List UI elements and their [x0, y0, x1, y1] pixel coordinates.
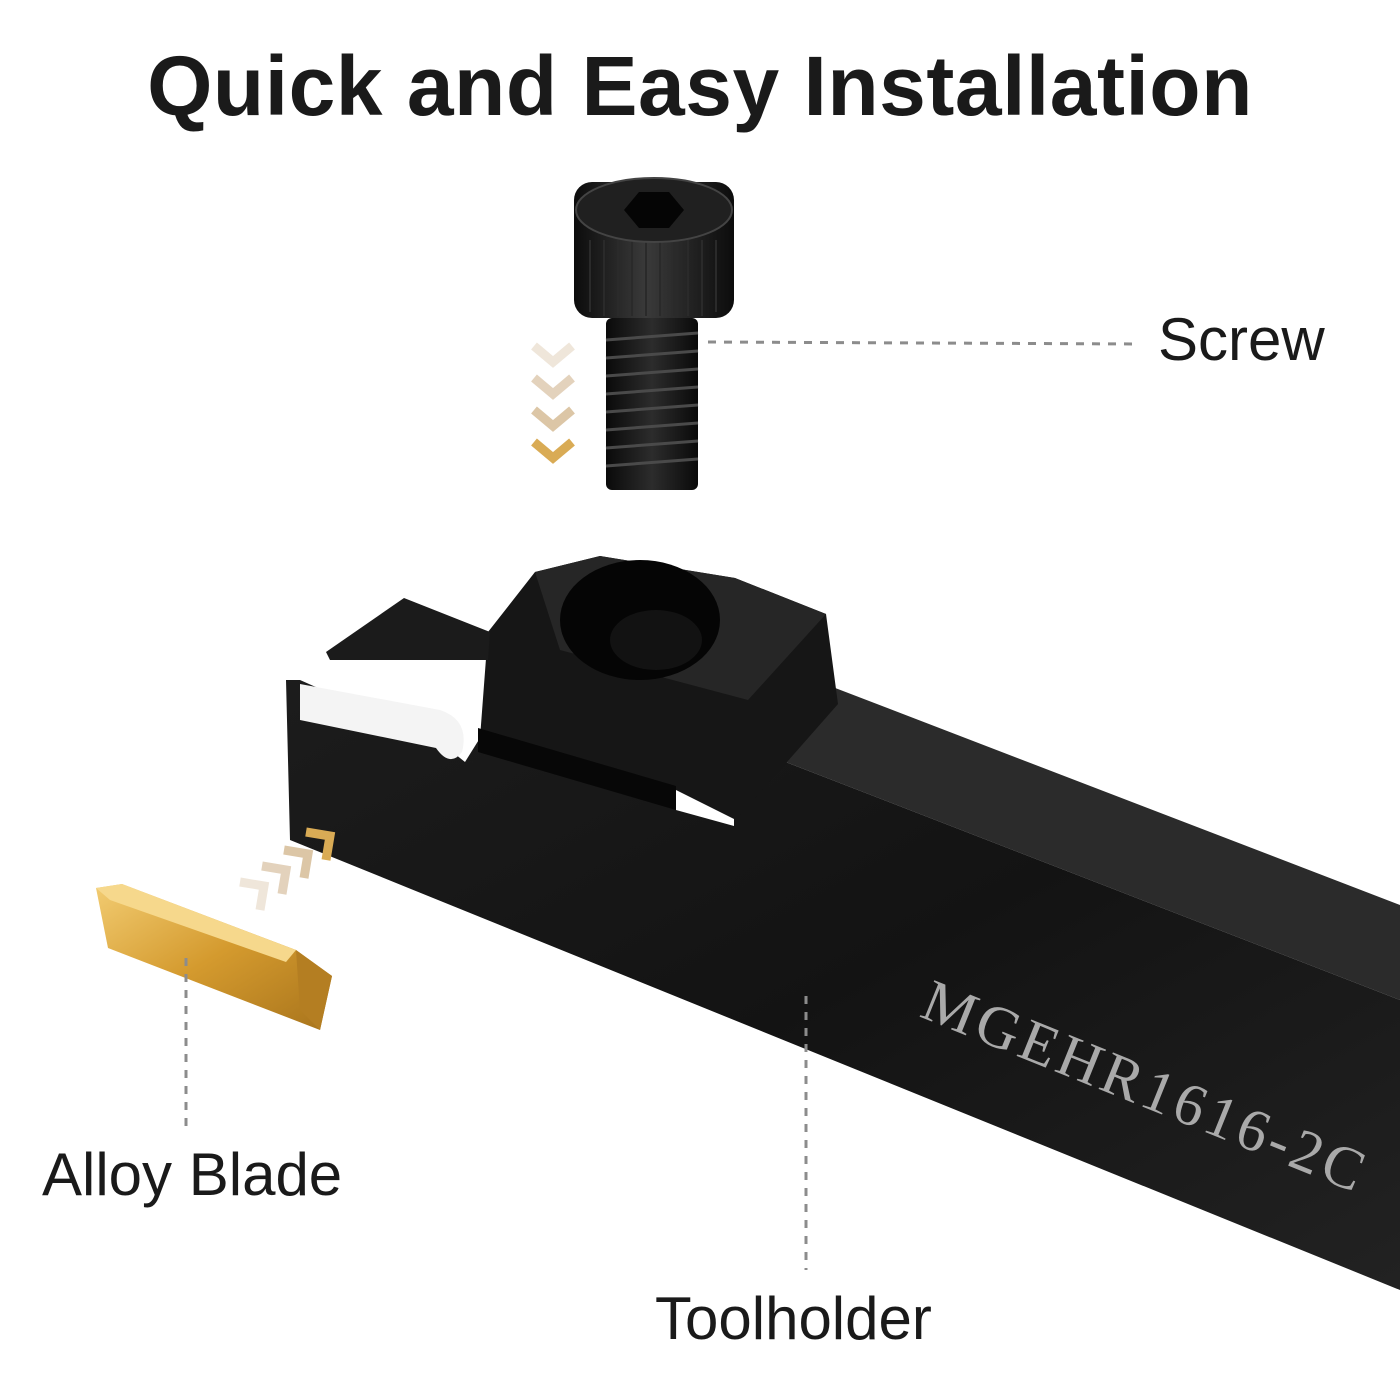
- toolholder-front-face: [286, 680, 1400, 1290]
- toolholder-label: Toolholder: [655, 1285, 932, 1352]
- alloy-blade: [96, 884, 332, 1030]
- screw-label: Screw: [1158, 306, 1325, 373]
- alloy-blade-label: Alloy Blade: [42, 1141, 343, 1208]
- toolholder: [286, 556, 1400, 1290]
- hex-socket-icon: [624, 192, 684, 228]
- page-title: Quick and Easy Installation: [147, 39, 1253, 133]
- screw-threads: [605, 331, 699, 468]
- blade-slot: [300, 684, 464, 760]
- upper-jaw: [326, 598, 490, 660]
- screw-leader-line: [707, 340, 1141, 346]
- screw: [574, 177, 734, 490]
- chevron-down-icon: [531, 342, 575, 464]
- blade-body: [96, 884, 332, 1030]
- toolholder-top-face: [734, 686, 1400, 1000]
- chevron-up-right-icon: [239, 827, 336, 911]
